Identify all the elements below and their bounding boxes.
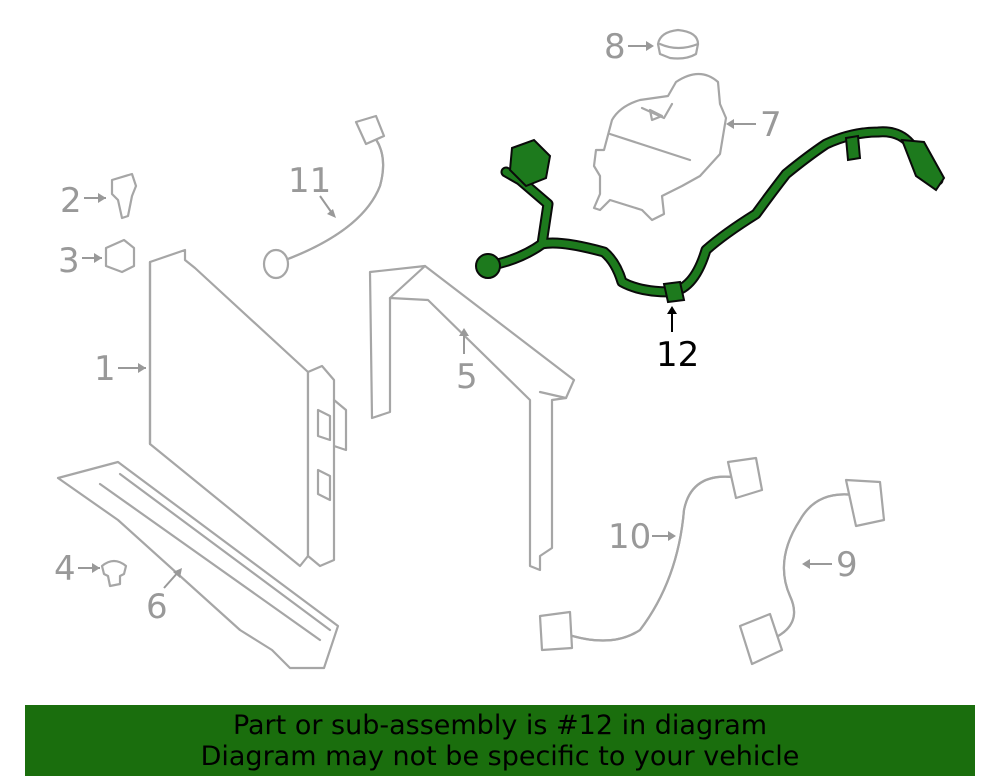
banner-line-1: Part or sub-assembly is #12 in diagram — [232, 709, 768, 741]
callout-6: 6 — [146, 568, 182, 627]
svg-text:8: 8 — [604, 27, 626, 67]
callout-11: 11 — [288, 161, 336, 218]
svg-text:12: 12 — [656, 335, 699, 375]
part-reservoir — [592, 72, 728, 222]
part-radiator — [148, 248, 348, 568]
part-clip — [110, 172, 138, 220]
callout-9: 9 — [802, 545, 858, 585]
part-lower-guide — [56, 460, 340, 670]
banner-line-2: Diagram may not be specific to your vehi… — [200, 740, 800, 772]
svg-text:3: 3 — [58, 241, 80, 281]
svg-text:11: 11 — [288, 161, 331, 201]
callout-4: 4 — [54, 549, 100, 589]
svg-text:7: 7 — [760, 105, 782, 145]
callout-3: 3 — [58, 241, 102, 281]
part-bushing — [104, 238, 136, 274]
callout-5: 5 — [456, 328, 478, 397]
parts-diagram: 1 2 3 4 5 6 7 8 9 10 — [54, 27, 946, 670]
svg-text:5: 5 — [456, 357, 478, 397]
part-plug — [100, 559, 128, 588]
svg-text:4: 4 — [54, 549, 76, 589]
svg-text:9: 9 — [836, 545, 858, 585]
part-shroud-frame — [368, 264, 576, 572]
notice-banner: Part or sub-assembly is #12 in diagram D… — [25, 705, 975, 776]
part-lower-hose — [738, 478, 886, 666]
part-coolant-hose-highlighted — [475, 126, 946, 304]
svg-text:10: 10 — [608, 517, 651, 557]
callout-10: 10 — [608, 517, 676, 557]
svg-text:2: 2 — [60, 181, 82, 221]
callout-12: 12 — [656, 306, 699, 375]
callout-2: 2 — [60, 181, 106, 221]
callout-7: 7 — [726, 105, 782, 145]
svg-text:1: 1 — [94, 349, 116, 389]
part-upper-hose — [262, 114, 386, 280]
part-cap — [656, 28, 700, 60]
callout-8: 8 — [604, 27, 654, 67]
svg-text:6: 6 — [146, 587, 168, 627]
callout-1: 1 — [94, 349, 146, 389]
part-radiator-hose — [538, 456, 764, 652]
